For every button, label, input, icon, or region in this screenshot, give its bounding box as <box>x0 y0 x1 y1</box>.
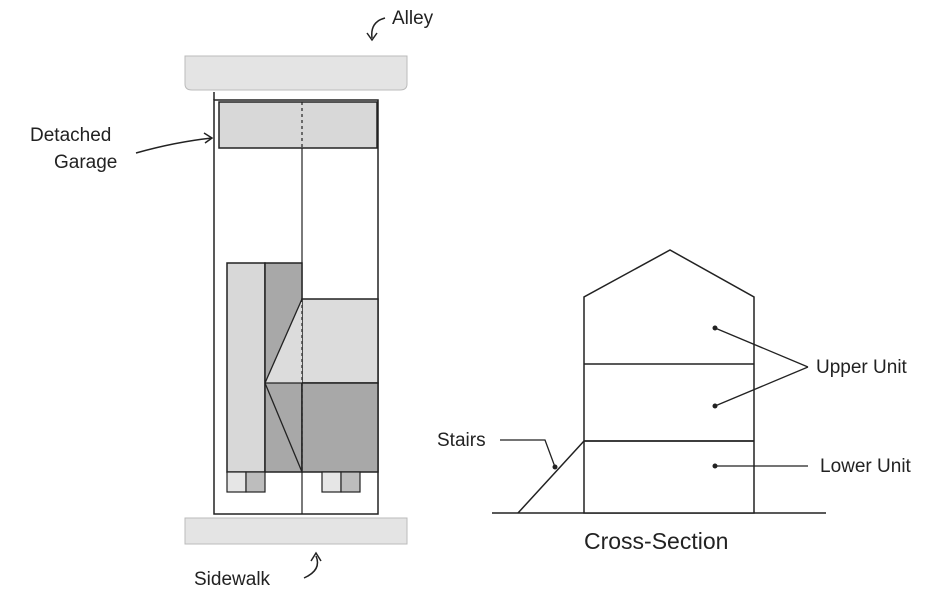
site-plan: Alley Detached Garage Sidewalk <box>30 8 434 590</box>
garage-leader-arrow <box>135 137 213 154</box>
upper-unit-leader-2 <box>714 366 809 407</box>
right-wing-upper <box>301 298 379 384</box>
upper-unit-label: Upper Unit <box>816 357 908 378</box>
sidewalk-paving <box>184 517 408 545</box>
right-wing-lower <box>301 382 379 473</box>
upper-unit-leader-1 <box>714 327 809 368</box>
building-outline <box>583 249 755 514</box>
stairs-line <box>517 440 585 514</box>
alley-arrow <box>371 17 386 39</box>
lower-unit-label: Lower Unit <box>820 456 912 477</box>
garage-leader-arrow-head <box>203 132 214 144</box>
sidewalk-arrow-head <box>310 551 322 562</box>
alley-arrow-head <box>366 32 378 42</box>
stairs-label: Stairs <box>437 430 486 451</box>
step-right-b <box>340 471 361 493</box>
sidewalk-arrow <box>303 555 319 579</box>
stairs-leader <box>500 439 556 468</box>
alley-paving <box>184 55 408 91</box>
diagonal-upper <box>264 298 303 384</box>
detached-garage <box>218 101 378 149</box>
diagonal-lower <box>264 382 303 473</box>
garage-label-line2: Garage <box>54 152 117 173</box>
alley-label: Alley <box>392 8 434 29</box>
step-left-b <box>245 471 266 493</box>
step-left-a <box>226 471 247 493</box>
cross-section-title: Cross-Section <box>584 528 728 554</box>
cross-section: Stairs Upper Unit Lower Unit Cross-Secti… <box>437 249 912 554</box>
step-right-a <box>321 471 342 493</box>
sidewalk-label: Sidewalk <box>194 569 271 590</box>
garage-label-line1: Detached <box>30 125 111 146</box>
left-wing <box>226 262 266 473</box>
